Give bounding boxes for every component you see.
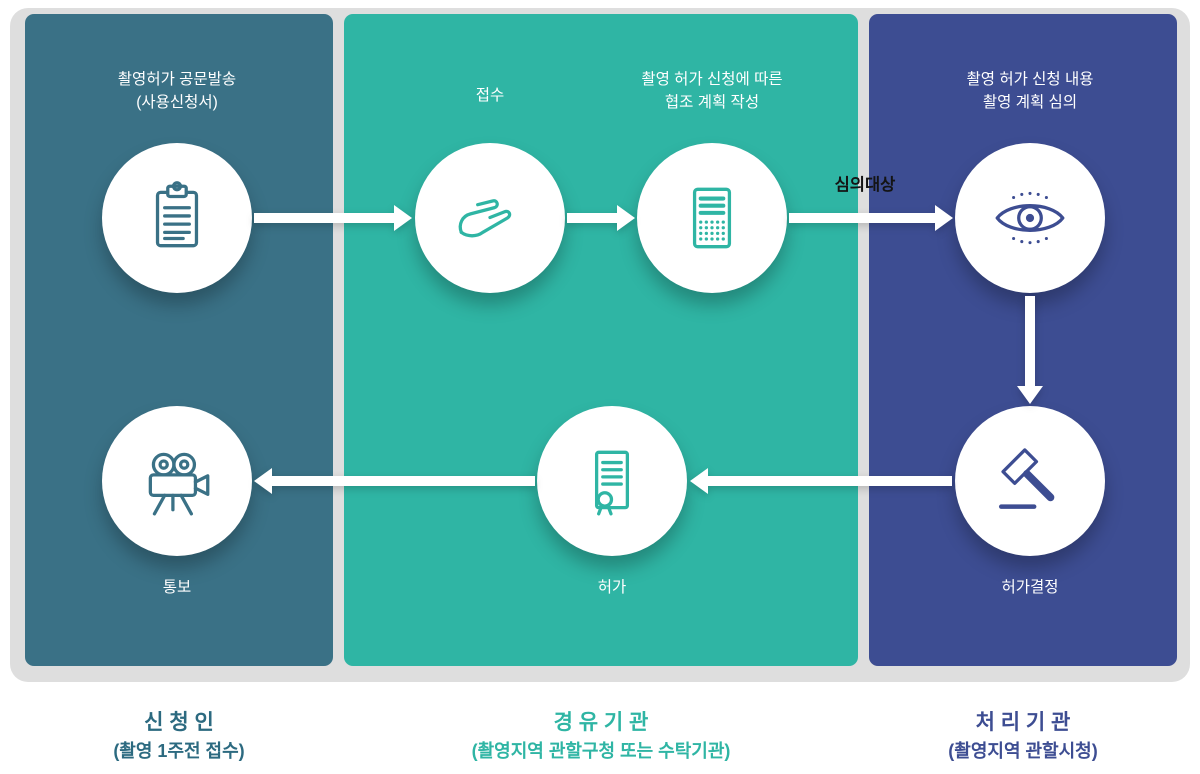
arrow-shaft [789, 213, 937, 223]
arrow-receive-to-plan [567, 204, 635, 232]
panel-via-agency [344, 14, 858, 666]
arrow-send-to-receive [254, 204, 412, 232]
step-label-decision: 허가결정 [955, 576, 1105, 599]
footer-subtitle: (촬영지역 관할시청) [948, 741, 1098, 761]
arrow-head-icon [935, 205, 953, 231]
step-label-line: 촬영 계획 심의 [982, 94, 1078, 111]
arrow-head-icon [617, 205, 635, 231]
arrow-permit-to-notify [254, 467, 535, 495]
step-label-notify: 통보 [102, 576, 252, 599]
arrow-review-to-decision [1016, 296, 1044, 404]
permit-certificate-icon [594, 450, 630, 516]
step-label-permit: 허가 [537, 576, 687, 599]
arrow-shaft [270, 476, 535, 486]
step-label-line: 촬영 허가 신청 내용 [966, 71, 1094, 88]
footer-title: 신 청 인 [144, 711, 214, 734]
eye-review-icon [995, 191, 1065, 245]
node-cooperation-plan [637, 143, 787, 293]
arrow-shaft [706, 476, 952, 486]
arrow-head-icon [394, 205, 412, 231]
clipboard-icon [155, 181, 199, 248]
node-permit [537, 406, 687, 556]
arrow-head-icon [1017, 386, 1043, 404]
step-label-line: 협조 계획 작성 [664, 94, 760, 111]
panel-processing-agency [869, 14, 1177, 666]
film-camera-icon [148, 452, 210, 516]
gavel-icon [998, 448, 1055, 509]
footer-applicant: 신 청 인 (촬영 1주전 접수) [25, 708, 333, 766]
step-label-line: (사용신청서) [136, 94, 218, 111]
node-decision [955, 406, 1105, 556]
node-review [955, 143, 1105, 293]
step-label-line: 통보 [162, 579, 192, 596]
footer-subtitle: (촬영지역 관할구청 또는 수탁기관) [471, 741, 731, 761]
panel-applicant [25, 14, 333, 666]
step-label-line: 촬영허가 공문발송 [117, 71, 237, 88]
footer-subtitle: (촬영 1주전 접수) [113, 741, 245, 761]
arrow-head-icon [254, 468, 272, 494]
receiving-hand-icon [458, 199, 512, 238]
step-label-send-request: 촬영허가 공문발송 (사용신청서) [57, 68, 297, 114]
step-label-line: 촬영 허가 신청에 따른 [641, 71, 783, 88]
footer-title: 처 리 기 관 [975, 711, 1071, 734]
arrow-decision-to-permit [690, 467, 952, 495]
arrow-shaft [1025, 296, 1035, 388]
step-label-line: 허가결정 [1001, 579, 1059, 596]
arrow-shaft [254, 213, 396, 223]
step-label-line: 허가 [597, 579, 627, 596]
footer-processing-agency: 처 리 기 관 (촬영지역 관할시청) [869, 708, 1177, 766]
arrow-shaft [567, 213, 619, 223]
node-send-request [102, 143, 252, 293]
cooperation-report-icon [692, 187, 732, 249]
node-receive [415, 143, 565, 293]
step-label-cooperation-plan: 촬영 허가 신청에 따른 협조 계획 작성 [592, 68, 832, 114]
step-label-line: 접수 [475, 87, 505, 104]
step-label-receive: 접수 [415, 84, 565, 107]
step-label-review: 촬영 허가 신청 내용 촬영 계획 심의 [910, 68, 1150, 114]
footer-title: 경 유 기 관 [553, 711, 649, 734]
review-target-label: 심의대상 [834, 176, 896, 194]
arrow-head-icon [690, 468, 708, 494]
arrow-plan-to-review [789, 204, 953, 232]
node-notify [102, 406, 252, 556]
footer-via-agency: 경 유 기 관 (촬영지역 관할구청 또는 수탁기관) [344, 708, 858, 766]
